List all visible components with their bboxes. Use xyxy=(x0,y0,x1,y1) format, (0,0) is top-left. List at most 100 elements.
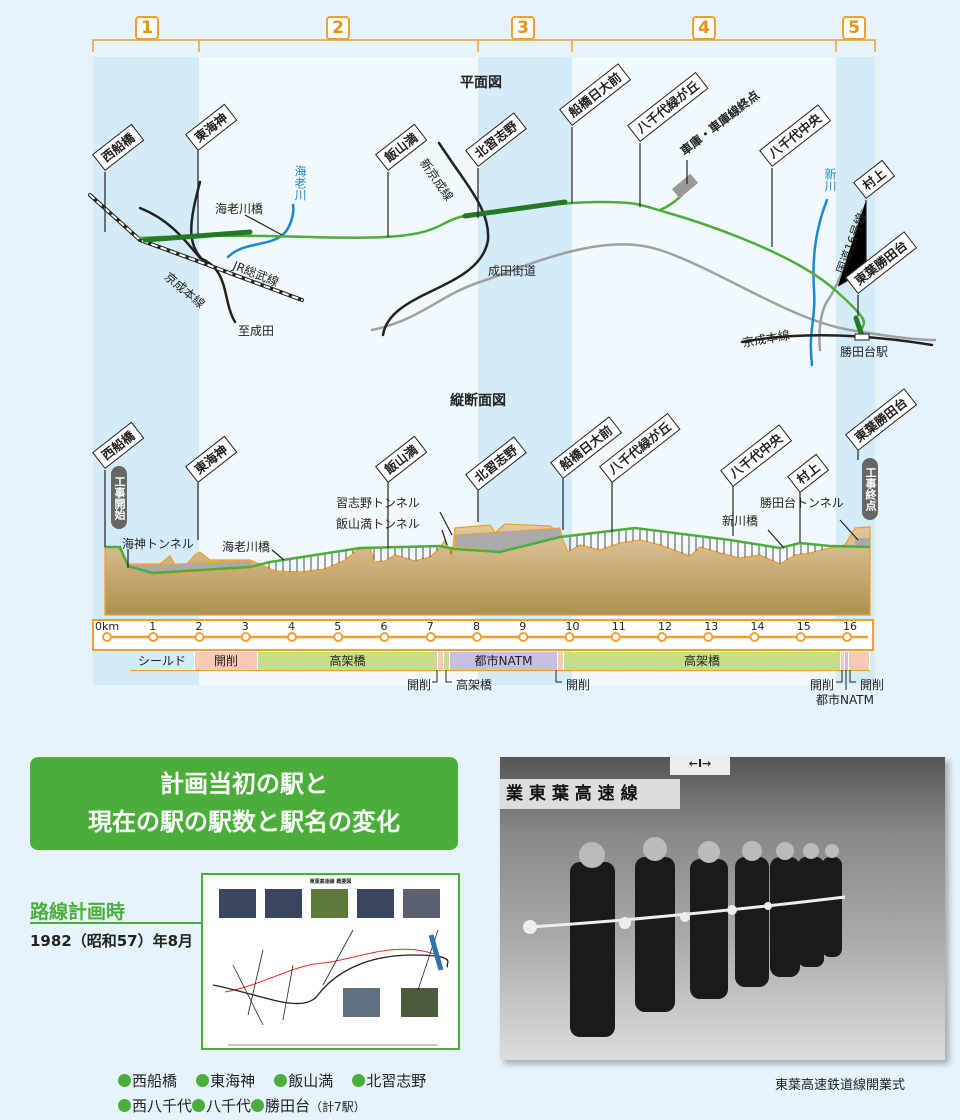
km-marker xyxy=(194,632,205,642)
segment-viaduct-small xyxy=(444,652,450,670)
katsutadai-tunnel xyxy=(855,538,870,546)
km-label: 5 xyxy=(334,620,342,633)
ebigawa-river-label: 海老川 xyxy=(293,165,307,201)
below-label-viaduct: 高架橋 xyxy=(456,678,493,692)
photo-caption: 東葉高速鉄道線開業式 xyxy=(775,1078,906,1093)
km-axis-box xyxy=(92,619,874,651)
toyo-line-profile xyxy=(105,526,871,575)
keisei-main-east xyxy=(740,334,934,347)
ebigawa-bridge-label: 海老川橋 xyxy=(215,202,264,216)
section-1: 1 xyxy=(135,16,159,40)
km-label: 14 xyxy=(750,620,765,633)
km-label: 15 xyxy=(796,620,811,633)
section-2: 2 xyxy=(326,16,350,40)
below-label-natm: 都市NATM xyxy=(816,693,874,707)
segment-cut: 開削 xyxy=(195,652,258,670)
station-name: 八千代 xyxy=(206,1097,252,1115)
km-label: 0km xyxy=(95,620,120,633)
km-marker xyxy=(610,632,621,642)
section-5: 5 xyxy=(842,16,866,40)
km-marker xyxy=(379,632,390,642)
km-label: 7 xyxy=(426,620,434,633)
station-name: 北習志野 xyxy=(366,1072,427,1090)
km-marker xyxy=(657,632,667,642)
plan-map xyxy=(88,127,937,367)
below-label-cut-4: 開削 xyxy=(860,678,885,692)
km-marker xyxy=(333,632,344,642)
below-label-cut-1: 開削 xyxy=(407,678,432,692)
km-marker xyxy=(842,632,852,642)
bullet-icon xyxy=(352,1074,366,1087)
km-marker xyxy=(148,632,159,642)
ceremony-people xyxy=(523,837,846,1037)
km-label: 6 xyxy=(380,620,388,633)
station-count: （計7駅） xyxy=(310,1100,366,1114)
bullet-icon xyxy=(196,1074,210,1087)
segment-viaduct: 高架橋 xyxy=(258,652,438,670)
km-label: 4 xyxy=(288,620,295,633)
terrain xyxy=(104,523,871,616)
km-marker xyxy=(564,632,575,642)
banner-line-2: 現在の駅の駅数と駅名の変化 xyxy=(88,808,400,836)
km-marker xyxy=(703,632,714,642)
katsutadai-station-label: 勝田台駅 xyxy=(840,345,889,359)
shinkawa-label: 新川 xyxy=(823,168,837,192)
narita-kaido-label: 成田街道 xyxy=(488,264,537,278)
segment-cut-4 xyxy=(849,652,870,670)
station-name: 勝田台 xyxy=(265,1097,311,1115)
plan-title: 平面図 xyxy=(460,75,502,91)
shinkawa-river xyxy=(809,198,829,367)
depot-icon xyxy=(671,173,699,199)
km-label: 2 xyxy=(195,620,203,633)
km-label: 8 xyxy=(473,620,480,633)
km-marker xyxy=(795,632,806,642)
segment-natm: 都市NATM xyxy=(450,652,558,670)
toyo-line xyxy=(138,200,866,337)
bullet-icon xyxy=(118,1099,131,1112)
segment-natm-2 xyxy=(845,652,849,670)
section-3: 3 xyxy=(511,16,535,40)
photo-arrow-sign: ←Ⅰ→ xyxy=(670,757,730,775)
station-name: 東海神 xyxy=(210,1072,256,1090)
profile-diagram xyxy=(92,445,874,690)
km-label: 9 xyxy=(519,620,527,633)
map-title: 東葉高速線 概要図 xyxy=(309,879,352,885)
bullet-icon xyxy=(274,1074,288,1087)
iidayama-tunnel-label: 飯山満トンネル xyxy=(336,517,420,531)
km-label: 12 xyxy=(658,620,672,633)
section-banner: 計画当初の駅と 現在の駅の駅数と駅名の変化 xyxy=(30,757,458,850)
segment-shield: シールド xyxy=(130,652,195,670)
construction-end-badge: 工事終点 xyxy=(862,458,878,520)
keisei-line-2 xyxy=(190,180,207,264)
bullet-icon xyxy=(251,1099,265,1112)
segment-cut-3 xyxy=(841,652,845,670)
shinkawa-bridge-label: 新川橋 xyxy=(722,514,759,528)
km-marker xyxy=(518,632,529,642)
to-narita-label: 至成田 xyxy=(238,324,275,338)
construction-start-badge: 工事開始 xyxy=(111,466,127,529)
original-stations-row-2: 西八千代八千代勝田台（計7駅） xyxy=(118,1095,366,1116)
ebigawa-bridge-profile-label: 海老川橋 xyxy=(222,540,271,554)
km-marker xyxy=(472,632,482,642)
kaijin-tunnel-label: 海神トンネル xyxy=(122,537,194,551)
km-marker xyxy=(287,632,297,642)
segment-viaduct-2: 高架橋 xyxy=(564,652,841,670)
ebigawa-river xyxy=(226,203,295,259)
km-marker xyxy=(102,632,112,642)
section-bracket xyxy=(92,39,876,52)
km-marker xyxy=(425,632,436,642)
opening-ceremony-photo: 業 東 葉 高 速 線 ←Ⅰ→ xyxy=(500,757,945,1060)
katsutadai-station-icon xyxy=(854,333,870,341)
bullet-icon xyxy=(118,1074,131,1087)
narita-kaido-road xyxy=(370,243,937,342)
heading-underline xyxy=(30,922,202,924)
bullet-icon xyxy=(192,1099,206,1112)
km-label: 11 xyxy=(611,620,626,633)
original-stations-row-1: 西船橋 東海神 飯山満 北習志野 xyxy=(118,1070,426,1091)
below-label-cut-3: 開削 xyxy=(810,678,835,692)
plan-station-poles xyxy=(104,127,867,316)
original-plan-map: 東葉高速線 概要図 xyxy=(201,873,460,1050)
station-name: 西船橋 xyxy=(132,1072,178,1090)
photo-sign: 業 東 葉 高 速 線 xyxy=(500,779,680,809)
segment-cut-small xyxy=(438,652,444,670)
